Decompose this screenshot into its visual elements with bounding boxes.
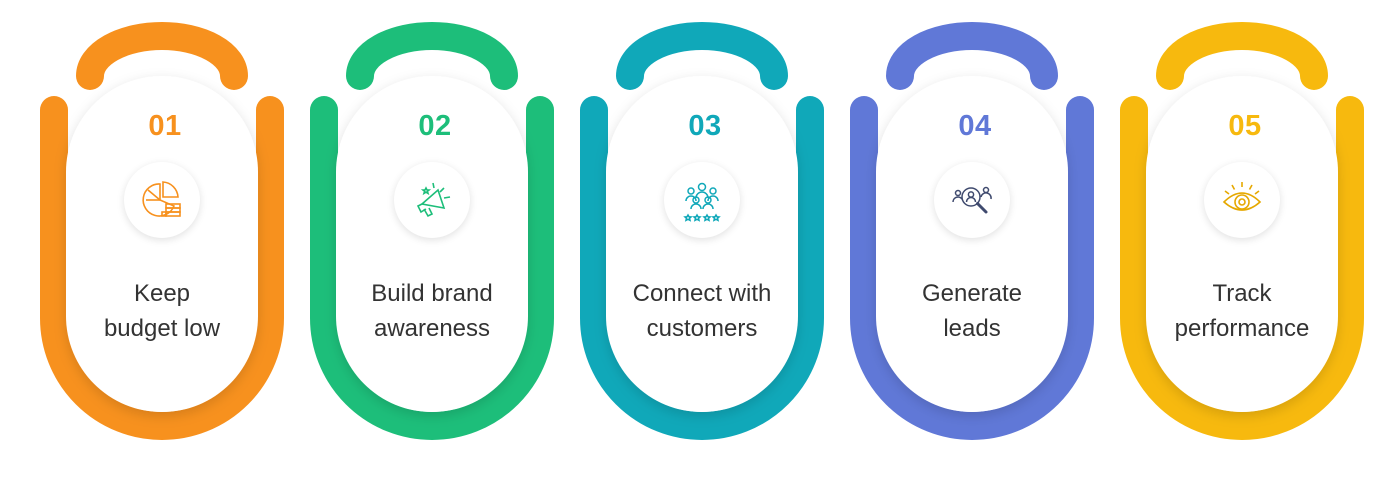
customers-rating-icon bbox=[683, 182, 721, 222]
step-label: Build brand awareness bbox=[332, 276, 532, 346]
step-label-line2: leads bbox=[943, 315, 1001, 342]
step-1: 01 Keep budget low bbox=[40, 0, 290, 482]
step-4-frame bbox=[850, 22, 1094, 440]
step-label: Connect with customers bbox=[602, 276, 802, 346]
step-number: 01 bbox=[148, 110, 182, 142]
step-label-line2: performance bbox=[1174, 315, 1310, 342]
step-number: 05 bbox=[1228, 110, 1262, 142]
step-1-frame bbox=[40, 22, 284, 440]
step-label: Generate leads bbox=[872, 276, 1072, 346]
step-2: 02 Build brand awareness bbox=[310, 0, 560, 482]
step-label-line2: customers bbox=[646, 315, 758, 342]
step-label-line1: Track bbox=[1212, 280, 1272, 307]
step-label-line2: budget low bbox=[103, 315, 221, 342]
lead-search-icon bbox=[952, 186, 992, 214]
pie-chart-coins-icon bbox=[142, 181, 181, 217]
step-3-frame bbox=[580, 22, 824, 440]
step-3: 03 Connect with customers bbox=[580, 0, 830, 482]
step-label-line1: Build brand bbox=[371, 280, 493, 307]
step-number: 04 bbox=[958, 110, 992, 142]
step-label-line2: awareness bbox=[373, 315, 491, 342]
step-number: 03 bbox=[688, 110, 722, 142]
step-label: Keep budget low bbox=[62, 276, 262, 346]
step-label: Track performance bbox=[1142, 276, 1342, 346]
step-label-line1: Generate bbox=[921, 280, 1023, 307]
megaphone-icon bbox=[416, 182, 451, 218]
step-label-line1: Connect with bbox=[632, 280, 772, 307]
icon-badge bbox=[394, 162, 470, 238]
icon-badge bbox=[664, 162, 740, 238]
icon-badge bbox=[1204, 162, 1280, 238]
eye-icon bbox=[1222, 182, 1262, 211]
step-number: 02 bbox=[418, 110, 452, 142]
step-label-line1: Keep bbox=[133, 280, 191, 307]
step-5-frame bbox=[1120, 22, 1364, 440]
step-4: 04 Generate leads bbox=[850, 0, 1100, 482]
icon-badge bbox=[934, 162, 1010, 238]
step-5: 05 Track performance bbox=[1120, 0, 1370, 482]
icon-badge bbox=[124, 162, 200, 238]
step-2-frame bbox=[310, 22, 554, 440]
